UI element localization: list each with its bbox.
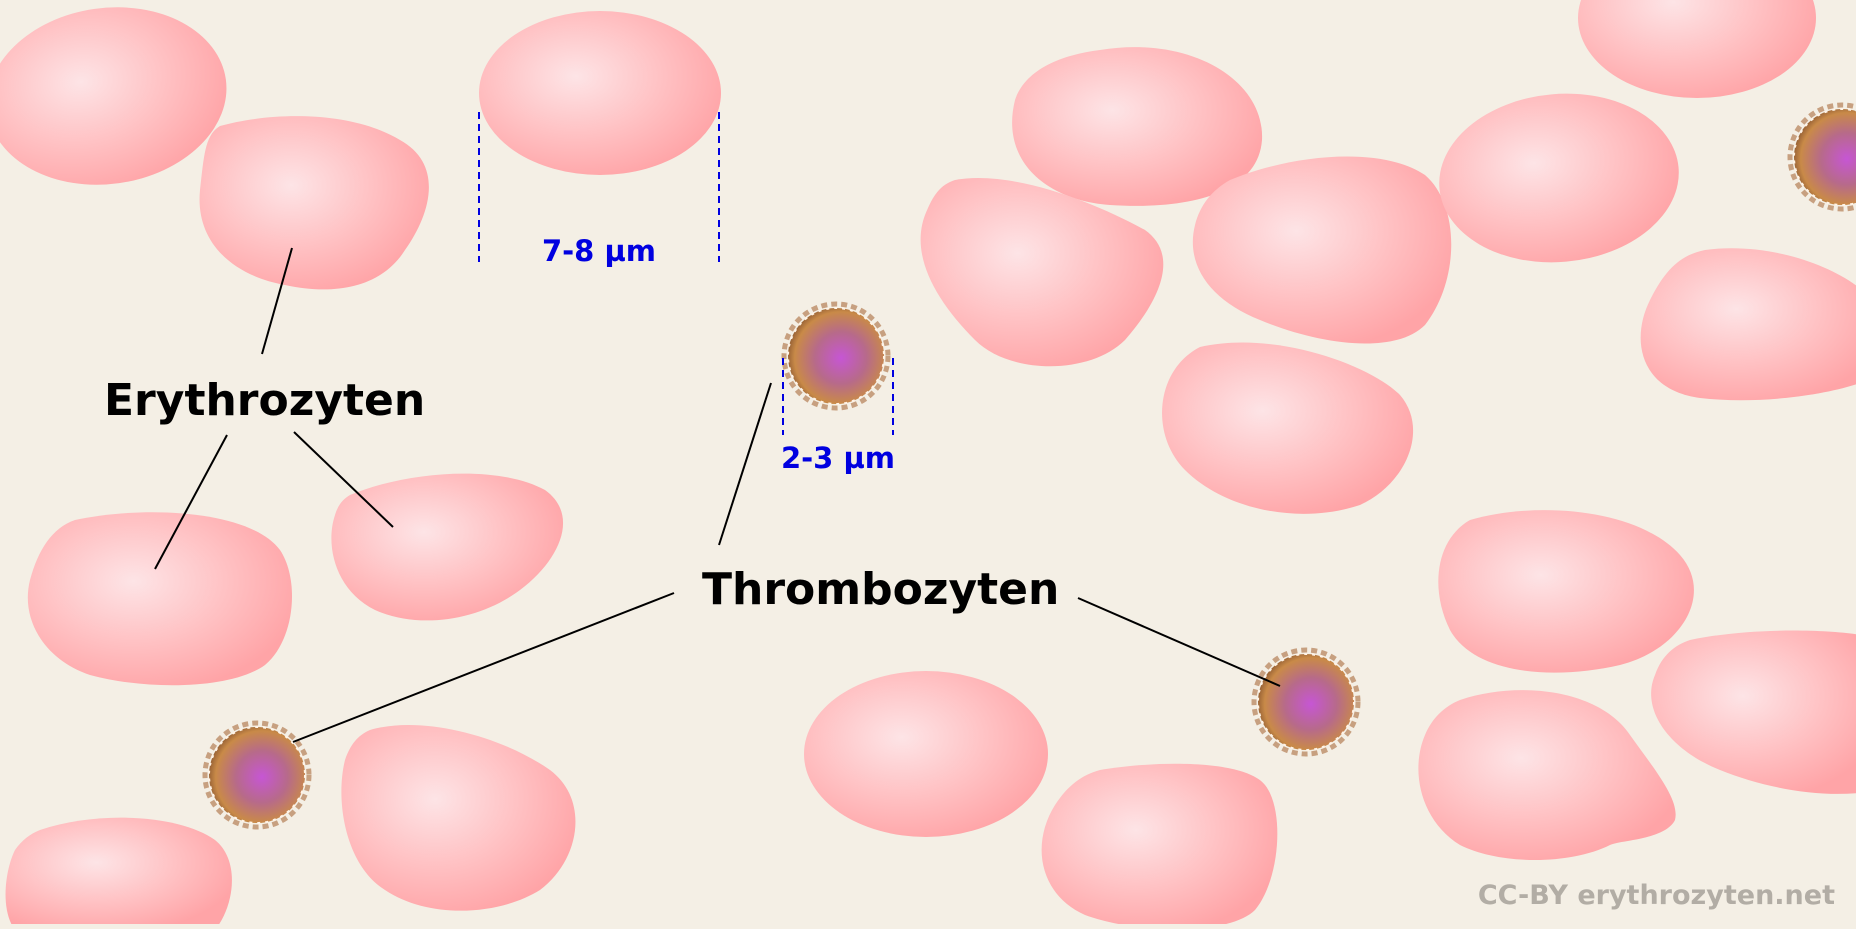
erythrocyte [331, 473, 564, 621]
thrombocyte [202, 720, 312, 830]
erythrocyte [1651, 630, 1856, 794]
erythrocyte [1041, 763, 1278, 929]
thrombocyte [781, 301, 891, 411]
leader-line-thrombocyte-top [718, 382, 772, 546]
erythrocyte [1418, 690, 1676, 860]
erythrocyte [1162, 342, 1414, 514]
erythrocyte [1192, 156, 1452, 344]
thrombocyte-label: Thrombozyten [702, 564, 1059, 615]
erythrocyte [199, 116, 429, 290]
thrombocyte-group [202, 102, 1856, 830]
leader-line-erythrocyte-top [261, 247, 293, 355]
leader-line-erythrocyte-bottom-left [154, 434, 228, 570]
leader-line-thrombocyte-right [1077, 597, 1281, 687]
erythrocyte [804, 671, 1048, 837]
erythrocyte [1578, 0, 1816, 98]
erythrocyte [920, 178, 1164, 367]
erythrocyte [341, 724, 576, 911]
credit-text: CC-BY erythrozyten.net [1478, 880, 1835, 911]
erythrocyte-size-label: 7-8 µm [542, 234, 656, 268]
leader-line-erythrocyte-bottom-right [293, 431, 394, 528]
thrombocyte [1251, 647, 1361, 757]
erythrocyte [1012, 47, 1263, 206]
leader-line-thrombocyte-left [292, 592, 675, 743]
erythrocyte [5, 817, 232, 929]
thrombocyte-size-label: 2-3 µm [781, 441, 895, 475]
erythrocyte [27, 512, 292, 686]
measure-guides [478, 112, 894, 435]
erythrocyte [479, 11, 721, 175]
erythrocyte [0, 7, 227, 185]
leader-lines [154, 247, 1281, 743]
erythrocyte-label: Erythrozyten [104, 375, 425, 426]
erythrocyte [1640, 248, 1856, 401]
thrombocyte [1787, 102, 1856, 212]
erythrocyte [1439, 93, 1679, 263]
erythrocyte [1438, 510, 1694, 673]
